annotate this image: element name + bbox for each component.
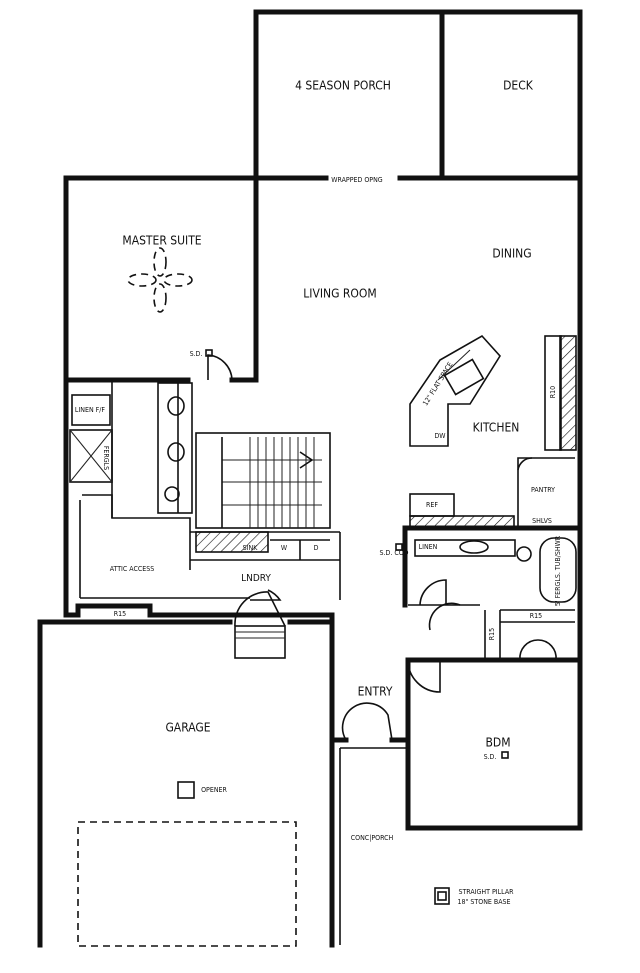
label-pantry: PANTRY (531, 486, 555, 494)
label-bedroom: BDM (485, 736, 510, 750)
stair-treads (195, 437, 322, 553)
smoke-detector-icon (395, 543, 403, 551)
label-tub-shower: 5' FERGLS. TUB/SHWR (554, 535, 562, 606)
bath-fixtures (164, 358, 577, 603)
ceiling-fan-icon (127, 247, 193, 313)
garage-door-outline (77, 821, 297, 947)
label-opener: OPENER (201, 786, 227, 794)
label-master-suite: MASTER SUITE (122, 234, 201, 248)
label-living-room: LIVING ROOM (303, 287, 376, 301)
legend-line-2: 18" STONE BASE (458, 898, 511, 906)
label-dryer: D (314, 544, 319, 552)
label-r15-garage: R15 (114, 610, 126, 618)
exterior-walls (37, 9, 583, 948)
label-sd-bdm: S.D. (484, 753, 497, 761)
label-dw: DW (434, 432, 446, 440)
door-swings (207, 354, 557, 741)
label-sink: SINK (243, 544, 259, 552)
label-shlvs: SHLVS (532, 517, 552, 525)
label-r10: R10 (549, 386, 557, 398)
label-deck: DECK (503, 79, 534, 93)
fixture-labels: S.D. LINEN F/F FERGLS 12" FLAT SPACE DW … (75, 350, 562, 794)
label-wrapped-opening: WRAPPED OPNG (331, 176, 383, 184)
pillar-legend-icon (437, 891, 447, 901)
label-fergls: FERGLS (102, 446, 110, 470)
pillar-legend-icon (434, 887, 450, 905)
label-garage: GARAGE (165, 721, 210, 735)
label-laundry: LNDRY (241, 573, 271, 584)
room-labels: 4 SEASON PORCH DECK WRAPPED OPNG MASTER … (122, 79, 555, 843)
label-sd-cod: S.D. COD (379, 549, 408, 557)
interior-walls (65, 175, 578, 663)
label-ref: REF (426, 501, 438, 509)
smoke-detector-icon (205, 349, 213, 357)
label-linen-ff: LINEN F/F (75, 406, 106, 414)
legend: STRAIGHT PILLAR 18" STONE BASE (458, 888, 515, 906)
label-entry: ENTRY (358, 685, 393, 699)
label-porch: 4 SEASON PORCH (295, 79, 391, 93)
label-kitchen: KITCHEN (473, 421, 520, 435)
label-sd-master: S.D. (190, 350, 203, 358)
label-dining: DINING (492, 247, 531, 261)
label-r15-bath: R15 (488, 628, 496, 640)
opener-box (177, 781, 195, 799)
label-washer: W (281, 544, 288, 552)
smoke-detector-icon (501, 751, 509, 759)
label-r15-closet: R15 (530, 612, 542, 620)
legend-line-1: STRAIGHT PILLAR (458, 888, 514, 896)
label-linen: LINEN (419, 543, 438, 551)
label-attic-access: ATTIC ACCESS (110, 565, 155, 573)
label-conc-porch: CONC|PORCH (351, 834, 394, 842)
